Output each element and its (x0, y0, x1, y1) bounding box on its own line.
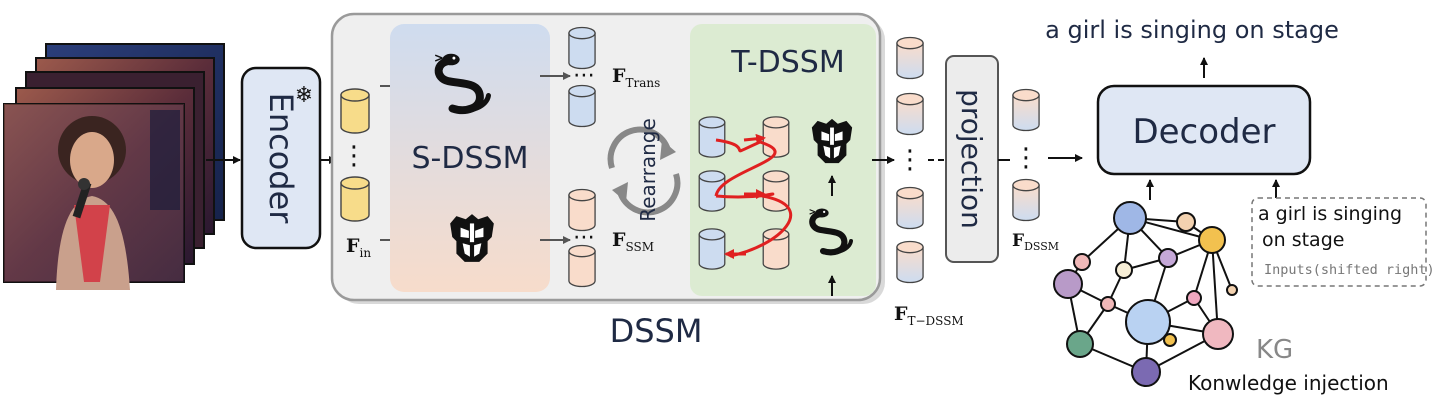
rearrange-label: Rearrange (636, 118, 660, 222)
kg-node (1113, 201, 1147, 235)
token-mix (1012, 178, 1040, 222)
token-mix (896, 240, 924, 284)
encoder-box (240, 66, 322, 250)
kg-node (1053, 269, 1083, 299)
dssm-label: DSSM (610, 312, 703, 350)
t-dssm-box (690, 24, 876, 296)
kg-node (1066, 330, 1094, 358)
kg-caption: Konwledge injection (1188, 371, 1389, 395)
feature-f-ssm: FSSM (612, 229, 654, 254)
kg-node (1125, 299, 1171, 345)
token-blue (698, 228, 726, 270)
feature-f-in: Fin (346, 235, 371, 260)
token-peach (568, 244, 596, 288)
kg-node (1163, 333, 1177, 347)
feature-f-t-dssm: FT−DSSM (894, 303, 964, 328)
kg-node (1100, 296, 1116, 312)
kg-node (1176, 212, 1196, 232)
decoder-input-line1: a girl is singing (1258, 203, 1402, 225)
token-blue (568, 84, 596, 128)
dssm-output-tokens: ⋮ FDSSM (1012, 88, 1059, 253)
rearrange-cycle-icon (607, 126, 671, 169)
input-tokens: ⋮ Fin (340, 88, 371, 260)
output-caption: a girl is singing on stage (1045, 16, 1339, 44)
vertical-dots: ⋮ (897, 145, 923, 175)
token-mix (896, 36, 924, 80)
feature-f-trans: FTrans (612, 65, 660, 90)
projection-block: projection (945, 55, 999, 263)
kg-node (1073, 253, 1091, 271)
rearrange-group: Rearrange (607, 118, 681, 222)
s-dssm-box (390, 24, 550, 292)
decoder-input-line2: on stage (1262, 229, 1344, 251)
knowledge-graph (1053, 201, 1238, 387)
tdssm-output-tokens: ⋮ FT−DSSM (894, 36, 964, 328)
kg-node (1131, 357, 1161, 387)
horizontal-dots: ⋯ (573, 225, 595, 250)
red-arrowhead-1 (743, 133, 766, 144)
encoder-label: Encoder (262, 93, 300, 225)
feature-f-dssm: FDSSM (1012, 231, 1059, 253)
vertical-dots: ⋮ (341, 141, 367, 171)
input-video-frames (3, 43, 225, 290)
snowflake-icon: ❄ (295, 83, 313, 108)
projection-label: projection (955, 89, 988, 229)
decoder-input-box: a girl is singing on stage Inputs(shifte… (1251, 197, 1435, 287)
token-yellow (340, 176, 370, 222)
token-blue (698, 116, 726, 158)
s-dssm-block: S-DSSM (390, 24, 550, 292)
video-frame-front (3, 103, 185, 290)
token-mix (896, 186, 924, 230)
kg-node (1186, 290, 1202, 306)
kg-label: KG (1256, 335, 1293, 365)
kg-node (1202, 318, 1234, 350)
kg-node (1158, 248, 1178, 268)
horizontal-dots: ⋯ (573, 63, 595, 88)
decoder-input-frame (1251, 197, 1427, 287)
kg-node (1198, 226, 1226, 254)
encoder-block: Encoder ❄ (240, 66, 322, 250)
ssm-tokens: ⋯ FSSM (568, 188, 654, 288)
trans-tokens: ⋯ FTrans (568, 26, 660, 128)
kg-node (1115, 261, 1133, 279)
decoder-box (1096, 84, 1312, 176)
t-dssm-label: T-DSSM (730, 45, 844, 80)
decoder-input-note: Inputs(shifted right) (1264, 262, 1435, 278)
decoder-label: Decoder (1132, 112, 1275, 152)
decoder-block: Decoder (1096, 84, 1312, 176)
kg-node (1226, 284, 1238, 296)
s-dssm-label: S-DSSM (412, 141, 529, 176)
t-dssm-block: T-DSSM (690, 24, 876, 296)
token-yellow (340, 88, 370, 134)
token-mix (896, 92, 924, 136)
token-blue (698, 170, 726, 212)
vertical-dots: ⋮ (1013, 143, 1039, 173)
token-mix (1012, 88, 1040, 132)
